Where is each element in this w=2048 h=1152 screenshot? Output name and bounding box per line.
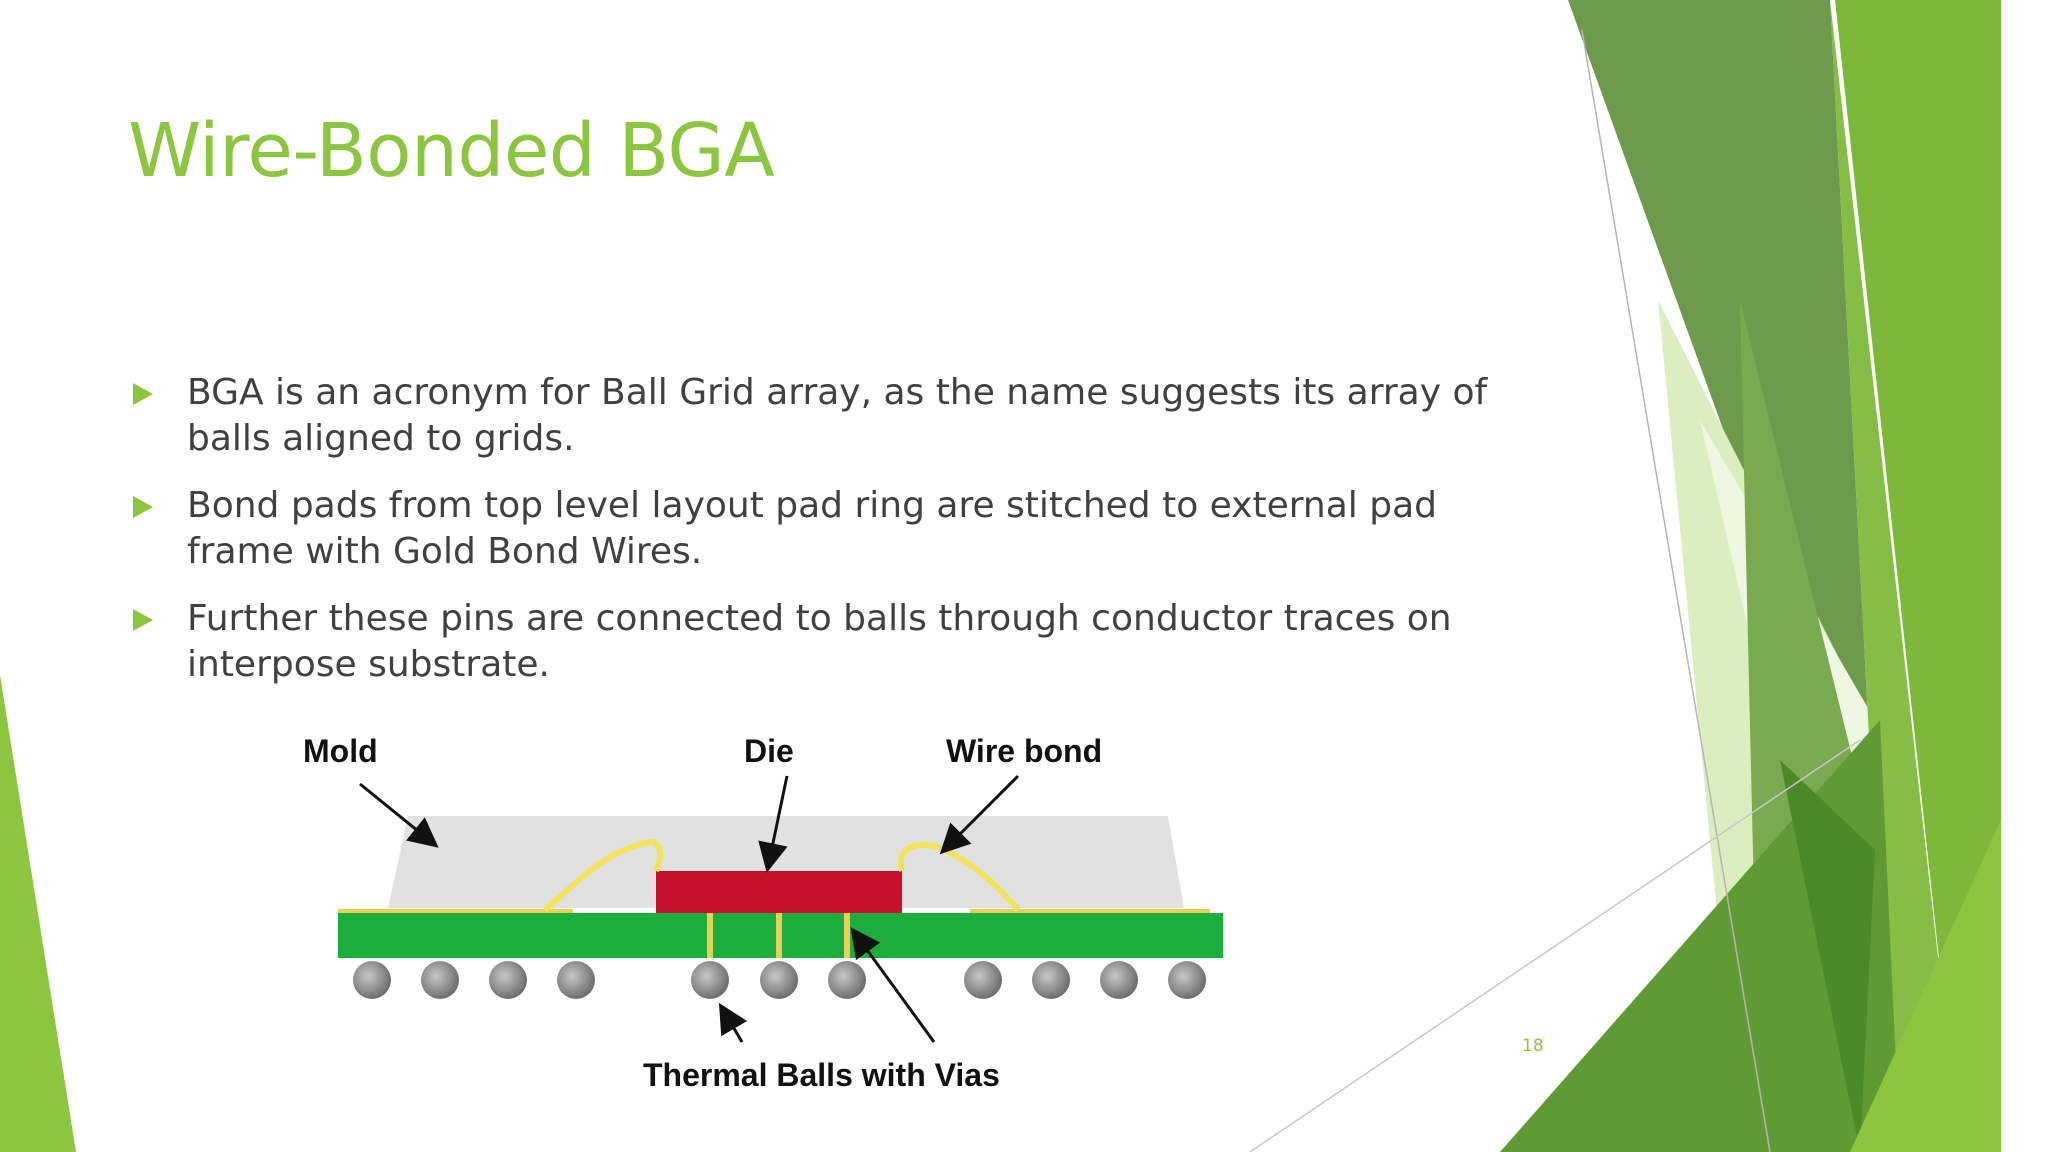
wire-bond-left: [543, 838, 663, 913]
die: [656, 871, 902, 913]
thermal-arrow-left: [718, 1002, 748, 1043]
triangle-bullet-icon: [133, 609, 153, 631]
solder-ball: [421, 961, 459, 999]
solder-ball: [691, 961, 729, 999]
label-wire-bond: Wire bond: [946, 733, 1102, 769]
solder-ball: [557, 961, 595, 999]
trace-right: [970, 909, 1210, 913]
label-mold: Mold: [303, 733, 378, 769]
bullet-item: Bond pads from top level layout pad ring…: [130, 483, 1520, 575]
deco-line-1: [1581, 29, 1771, 1152]
slide-number: 18: [1522, 1036, 1544, 1056]
bullet-item: Further these pins are connected to ball…: [130, 596, 1520, 688]
trace-left: [338, 909, 573, 913]
via: [844, 913, 850, 958]
solder-ball: [489, 961, 527, 999]
label-thermal-balls: Thermal Balls with Vias: [643, 1057, 1000, 1093]
solder-ball: [760, 961, 798, 999]
bullet-list: BGA is an acronym for Ball Grid array, a…: [130, 370, 1520, 709]
solder-ball: [353, 961, 391, 999]
bullet-text: BGA is an acronym for Ball Grid array, a…: [187, 372, 1488, 459]
deco-line-2: [1249, 739, 1861, 1152]
solder-ball: [828, 961, 866, 999]
left-green-wedge: [0, 675, 76, 1152]
triangle-bullet-icon: [133, 496, 153, 518]
slide-title: Wire-Bonded BGA: [128, 108, 775, 194]
bullet-item: BGA is an acronym for Ball Grid array, a…: [130, 370, 1520, 462]
via: [776, 913, 782, 958]
right-bottom-bright: [1850, 820, 2001, 1152]
bga-diagram: Mold Die Wire bond Thermal Balls with Vi…: [303, 733, 1223, 1093]
solder-ball: [1032, 961, 1070, 999]
die-arrow: [758, 775, 789, 873]
wire-bond-arrow: [939, 774, 1020, 855]
triangle-bullet-icon: [133, 383, 153, 405]
bullet-text: Further these pins are connected to ball…: [187, 598, 1452, 685]
solder-balls: [353, 961, 1206, 999]
mold-arrow: [359, 782, 439, 848]
thermal-arrow-right: [850, 927, 936, 1043]
right-edge-strip: [2001, 0, 2048, 1152]
label-die: Die: [744, 733, 794, 769]
solder-ball: [964, 961, 1002, 999]
right-bottom-dark-2: [1780, 760, 1875, 1152]
solder-ball: [1168, 961, 1206, 999]
right-facet-bright: [1835, 0, 2001, 1152]
solder-ball: [1100, 961, 1138, 999]
right-facet-mid: [1830, 0, 1960, 1152]
bullet-text: Bond pads from top level layout pad ring…: [187, 485, 1438, 572]
via: [707, 913, 713, 958]
